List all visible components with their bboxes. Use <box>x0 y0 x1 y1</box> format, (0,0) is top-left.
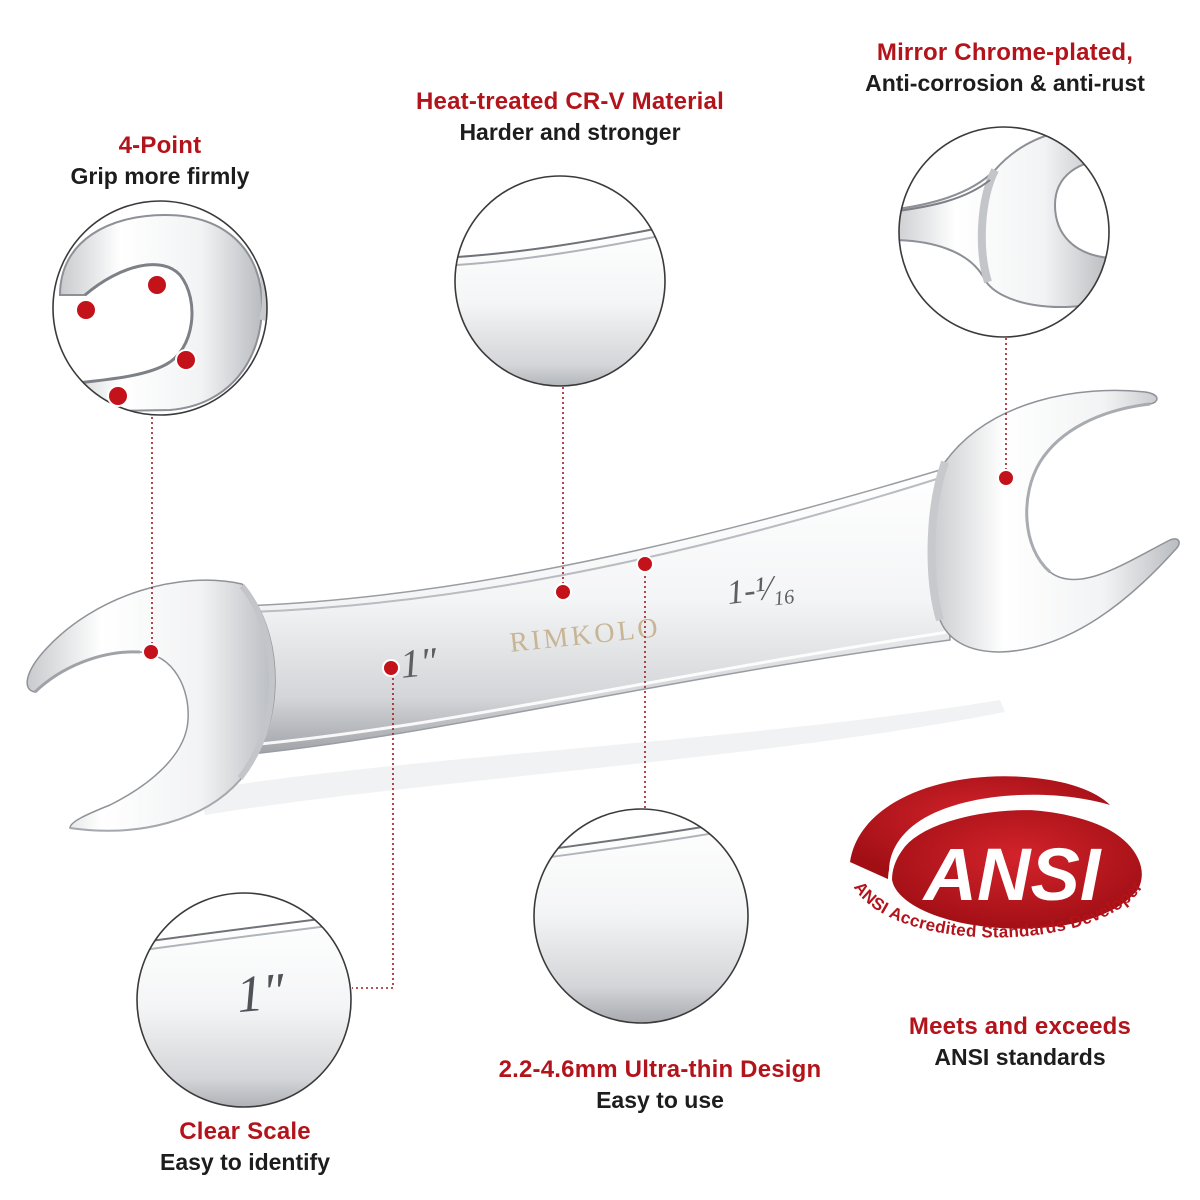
wrench-body: RIMKOLO 1″ 1-¹⁄₁₆ <box>26 389 1180 832</box>
dot-scale <box>382 659 400 677</box>
dot-thin <box>636 555 654 573</box>
leader-lines <box>151 338 1007 989</box>
ansi-logo-text: ANSI <box>922 833 1102 916</box>
caption-thin-headline: 2.2-4.6mm Ultra-thin Design <box>498 1056 822 1083</box>
caption-standard-headline: Meets and exceeds <box>908 1013 1132 1040</box>
grip-point-4 <box>107 385 129 407</box>
leader-scale <box>352 668 394 989</box>
dot-finish <box>997 469 1015 487</box>
dot-grip <box>142 643 160 661</box>
wrench-size-large-mark: 1-¹⁄₁₆ <box>725 567 797 612</box>
caption-thin-subtext: Easy to use <box>596 1086 724 1113</box>
caption-scale: Clear Scale Easy to identify <box>130 1117 360 1177</box>
caption-standard-subtext: ANSI standards <box>934 1043 1106 1070</box>
zoom-circle-grip <box>52 200 268 416</box>
zoom-circle-material <box>454 175 666 387</box>
caption-finish-headline: Mirror Chrome-plated, <box>876 39 1134 66</box>
caption-scale-headline: Clear Scale <box>179 1118 311 1145</box>
caption-material-subtext: Harder and stronger <box>459 118 681 145</box>
caption-finish-subtext: Anti-corrosion & anti-rust <box>865 69 1145 96</box>
grip-point-3 <box>175 349 197 371</box>
wrench-size-small-mark: 1″ <box>398 638 440 687</box>
caption-standard: Meets and exceeds ANSI standards <box>880 1012 1160 1072</box>
caption-material: Heat-treated CR-V Material Harder and st… <box>400 87 740 147</box>
zoom-circle-finish <box>898 126 1110 338</box>
grip-point-1 <box>75 299 97 321</box>
caption-grip-subtext: Grip more firmly <box>70 162 250 189</box>
leader-dots <box>142 469 1015 677</box>
dot-material <box>554 583 572 601</box>
ansi-badge: ANSI ANSI Accredited Standards Developer <box>850 776 1146 942</box>
zoom-circle-thin <box>533 808 749 1024</box>
zoom-scale-mark: 1″ <box>234 963 288 1024</box>
grip-point-2 <box>146 274 168 296</box>
wrench-shadow <box>200 700 1005 815</box>
caption-thin: 2.2-4.6mm Ultra-thin Design Easy to use <box>470 1055 850 1115</box>
caption-grip-headline: 4-Point <box>118 132 202 159</box>
caption-grip: 4-Point Grip more firmly <box>40 131 280 191</box>
caption-finish: Mirror Chrome-plated, Anti-corrosion & a… <box>840 38 1170 98</box>
caption-scale-subtext: Easy to identify <box>160 1148 330 1175</box>
zoom-circle-scale: 1″ <box>136 892 352 1108</box>
caption-material-headline: Heat-treated CR-V Material <box>416 88 724 115</box>
